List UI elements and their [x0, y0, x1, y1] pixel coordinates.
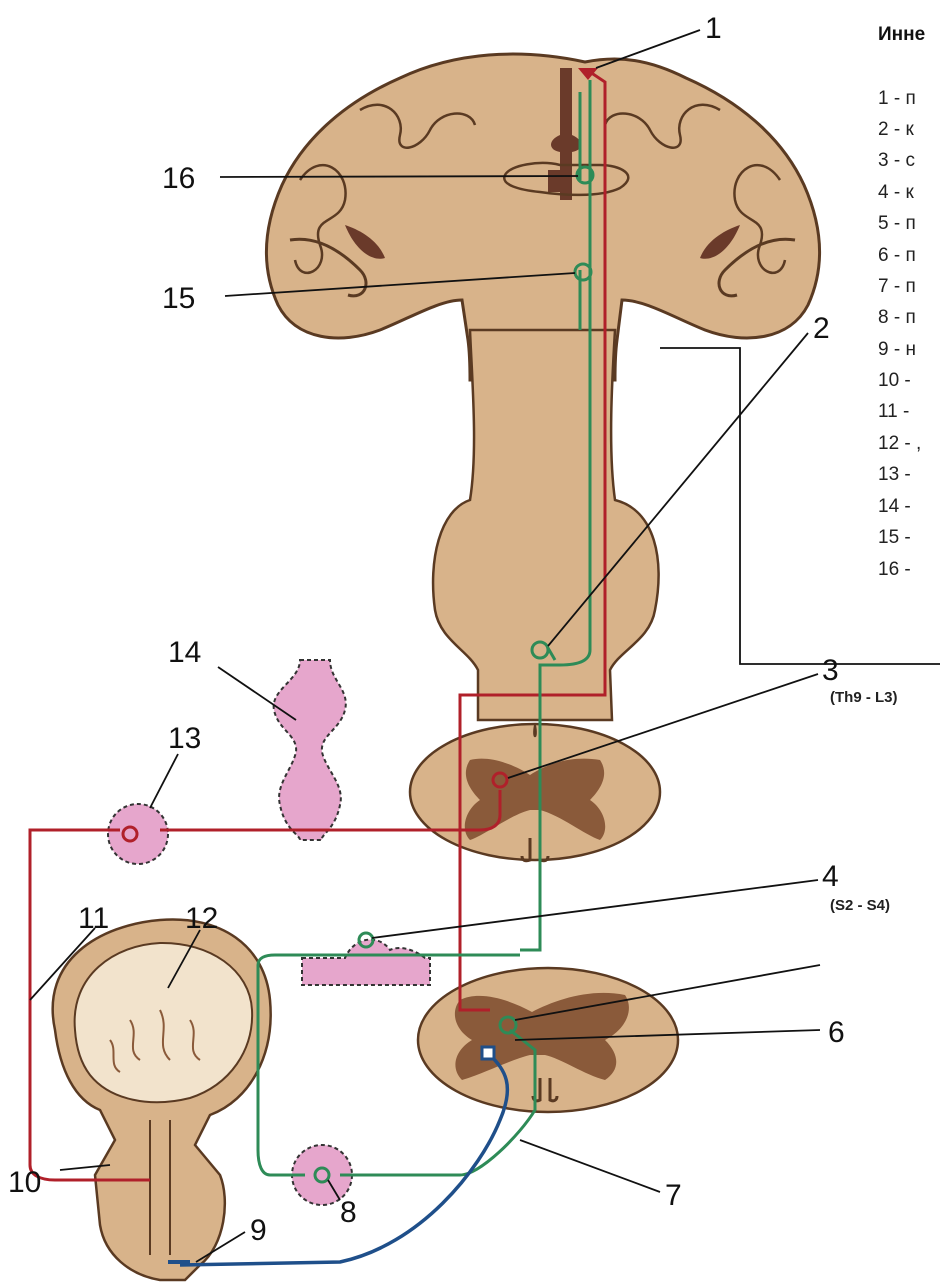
- bladder: [53, 919, 271, 1280]
- spinal-segment-upper: [410, 724, 660, 861]
- label-14: 14: [168, 636, 201, 669]
- label-15: 15: [162, 282, 195, 315]
- legend-item: 3 - с: [878, 150, 915, 171]
- legend-item: 9 - н: [878, 339, 916, 360]
- leader-16: [220, 176, 578, 177]
- label-1: 1: [705, 12, 722, 45]
- legend-item: 16 -: [878, 559, 911, 580]
- legend-item: 10 -: [878, 370, 911, 391]
- legend-item: 4 - к: [878, 182, 914, 203]
- legend-title: Инне: [878, 24, 925, 45]
- label-6: 6: [828, 1016, 845, 1049]
- legend-item: 5 - п: [878, 213, 916, 234]
- label-3: 3: [822, 654, 839, 687]
- leader-13: [150, 754, 178, 808]
- legend-item: 7 - п: [878, 276, 916, 297]
- legend-item: 12 - ,: [878, 433, 921, 454]
- brainstem-outline: [433, 330, 659, 720]
- leader-4: [372, 880, 818, 938]
- legend-item: 14 -: [878, 496, 911, 517]
- somatic-motor-neuron: [482, 1047, 494, 1059]
- label-10: 10: [8, 1166, 41, 1199]
- legend-item: 8 - п: [878, 307, 916, 328]
- legend-item: 13 -: [878, 464, 911, 485]
- legend-item: 1 - п: [878, 88, 916, 109]
- spinal-segment-lower: [418, 968, 678, 1112]
- legend-item: 6 - п: [878, 245, 916, 266]
- legend-item: 11 -: [878, 401, 909, 422]
- spinal-section-upper-notch: [534, 725, 536, 736]
- label-4: 4: [822, 860, 839, 893]
- leader-7: [520, 1140, 660, 1192]
- sympathetic-trunk-shape: [274, 660, 346, 840]
- brainstem: [433, 330, 659, 720]
- label-9: 9: [250, 1214, 267, 1247]
- label-13: 13: [168, 722, 201, 755]
- label-7: 7: [665, 1179, 682, 1212]
- segment-label-lower: (S2 - S4): [830, 897, 890, 914]
- label-12: 12: [185, 902, 218, 935]
- legend-item: 15 -: [878, 527, 911, 548]
- label-16: 16: [162, 162, 195, 195]
- legend: Инне 1 - п 2 - к 3 - с 4 - к 5 - п 6 - п…: [878, 24, 925, 580]
- segment-label-upper: (Th9 - L3): [830, 689, 898, 706]
- label-11: 11: [78, 902, 109, 935]
- sympathetic-trunk: [274, 660, 346, 840]
- third-ventricle: [548, 170, 572, 192]
- label-8: 8: [340, 1196, 357, 1229]
- label-2: 2: [813, 312, 830, 345]
- legend-item: 2 - к: [878, 119, 914, 140]
